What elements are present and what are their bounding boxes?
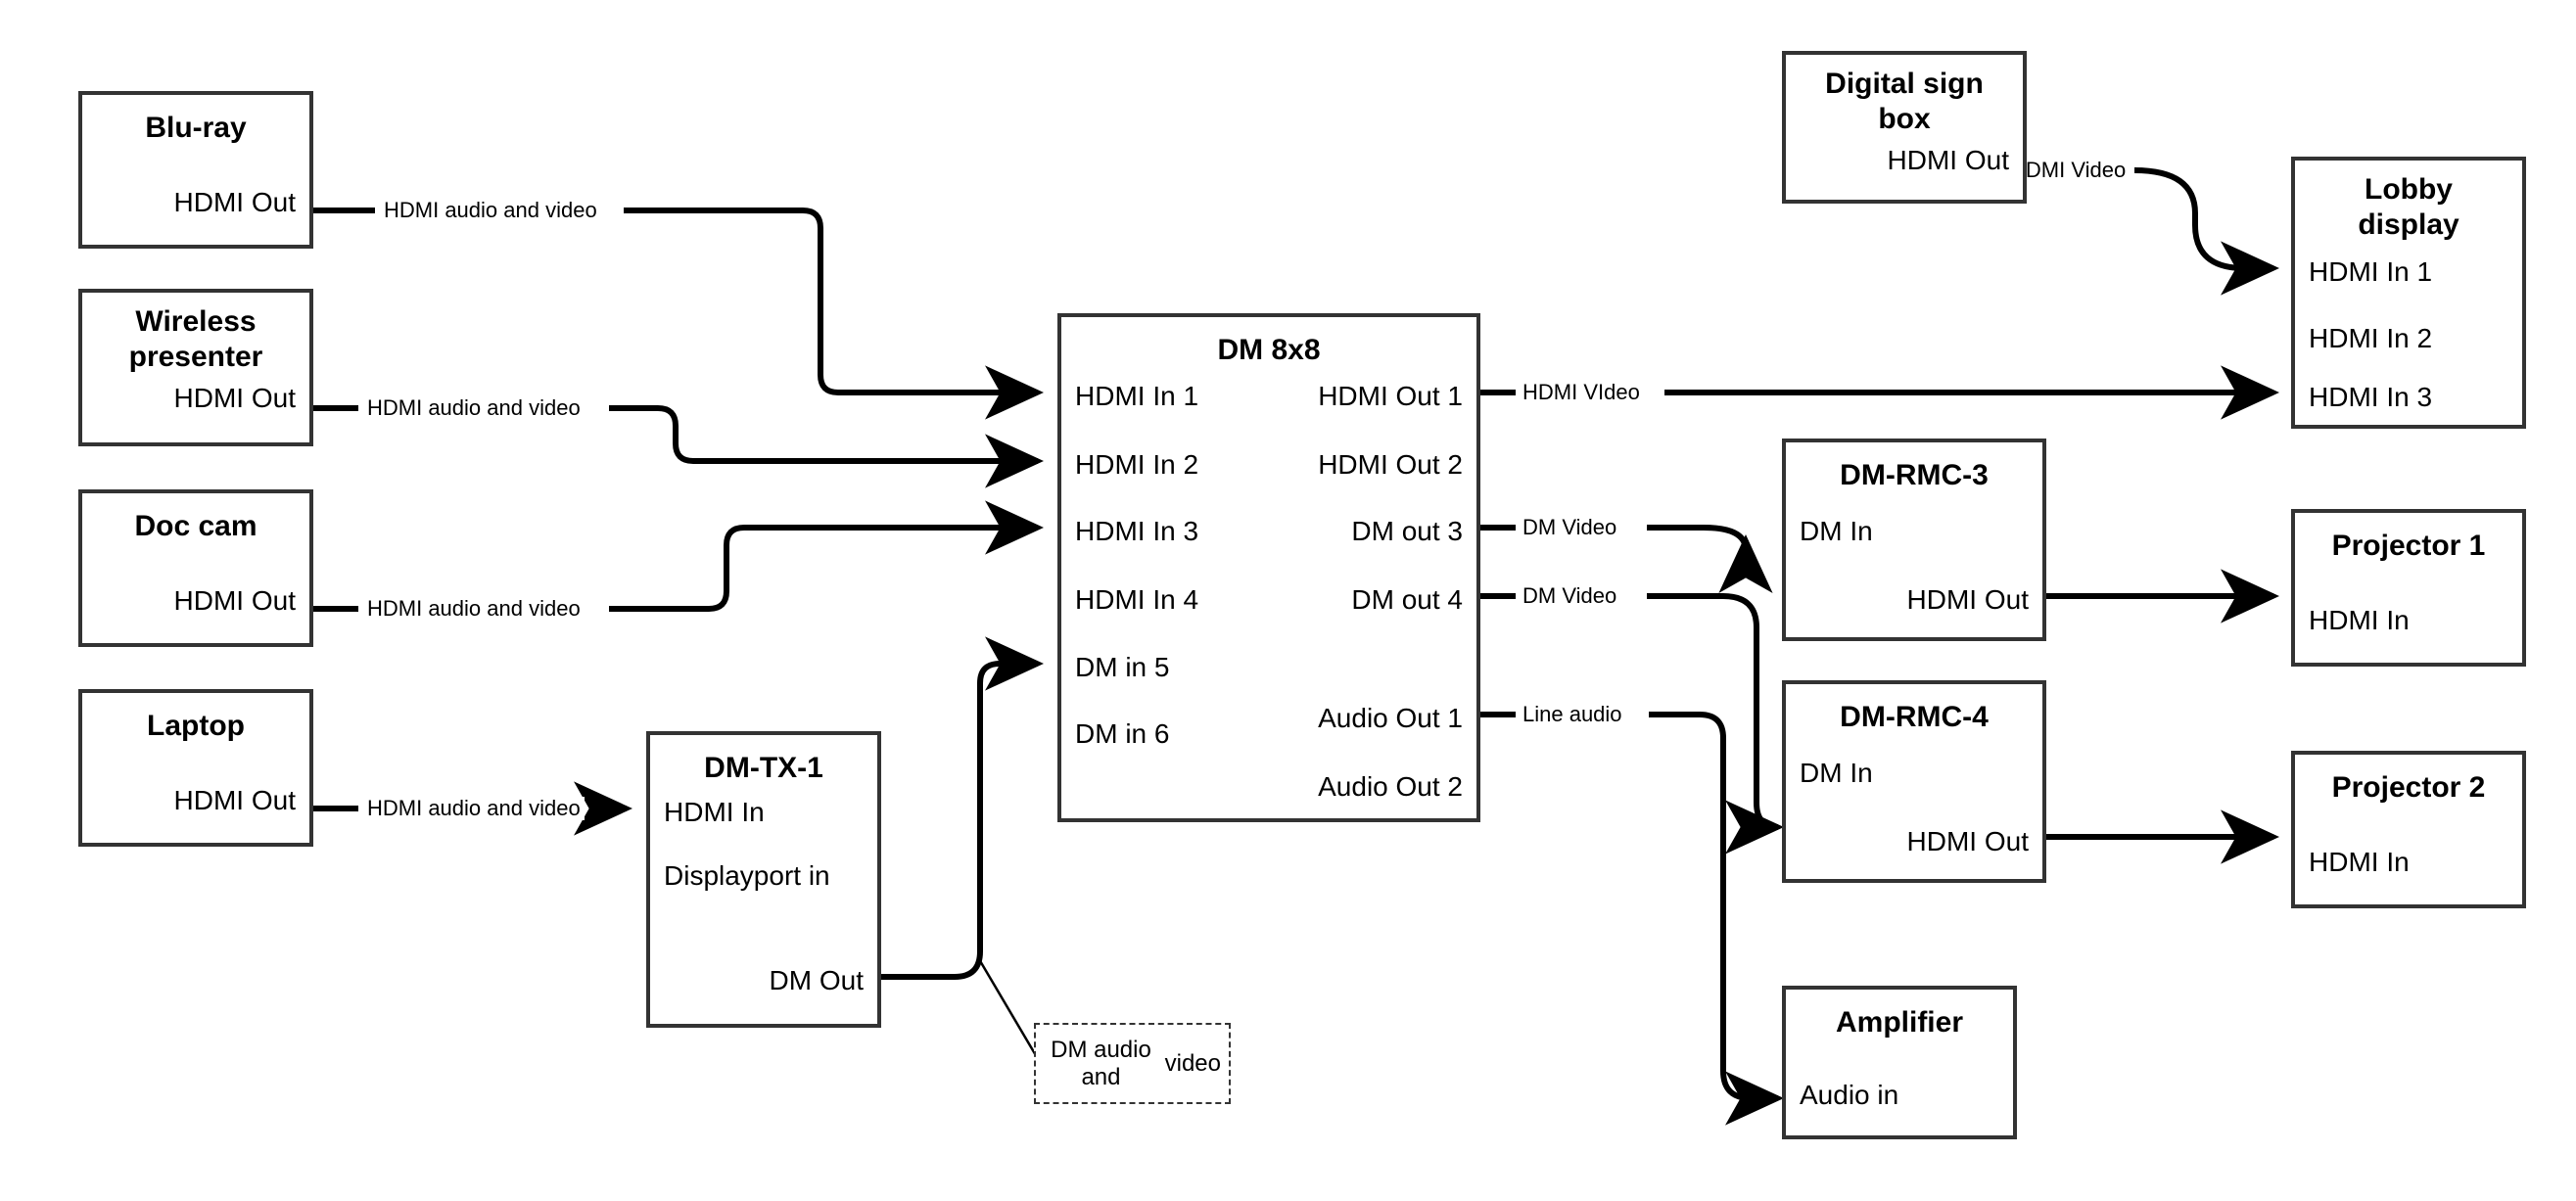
node-bluray[interactable]: Blu-ray HDMI Out: [78, 91, 313, 249]
node-dm-rmc-3-port-hdmi-out[interactable]: HDMI Out: [1906, 584, 2029, 615]
node-dm-rmc-3-title: DM-RMC-3: [1840, 459, 1989, 491]
node-amplifier-title: Amplifier: [1835, 1006, 1964, 1039]
node-projector-1[interactable]: Projector 1 HDMI In: [2291, 509, 2526, 667]
node-wireless-presenter-title-line2: presenter: [128, 341, 263, 373]
node-dm-8x8[interactable]: DM 8x8 HDMI In 1 HDMI In 2 HDMI In 3 HDM…: [1057, 313, 1480, 822]
node-dm-8x8-title: DM 8x8: [1217, 334, 1321, 366]
node-doc-cam-title: Doc cam: [134, 510, 258, 542]
node-lobby-display-title-line2: display: [2358, 208, 2459, 241]
node-dm-rmc-4-port-hdmi-out[interactable]: HDMI Out: [1906, 826, 2029, 856]
node-wireless-presenter-port-hdmi-out[interactable]: HDMI Out: [173, 383, 296, 413]
edge-label-dm-audio1-to-amp: Line audio: [1519, 703, 1626, 726]
node-bluray-port-hdmi-out[interactable]: HDMI Out: [173, 187, 296, 217]
node-dm-8x8-output-dm-out-4[interactable]: DM out 4: [1351, 584, 1463, 615]
leader-to-dm-note: [977, 958, 1039, 1058]
node-doc-cam-port-hdmi-out[interactable]: HDMI Out: [173, 585, 296, 616]
node-wireless-presenter-title-line1: Wireless: [135, 305, 257, 338]
node-dm-8x8-input-dm-in-6[interactable]: DM in 6: [1075, 718, 1170, 749]
edge-label-laptop-to-dmtx1: HDMI audio and video: [363, 797, 585, 820]
edge-label-doccam-to-dm: HDMI audio and video: [363, 597, 585, 621]
node-dm-tx-1-port-hdmi-in[interactable]: HDMI In: [664, 797, 765, 827]
node-lobby-display[interactable]: Lobby display HDMI In 1 HDMI In 2 HDMI I…: [2291, 157, 2526, 429]
node-dm-8x8-output-audio-out-2[interactable]: Audio Out 2: [1318, 771, 1463, 802]
edge-label-wireless-to-dm: HDMI audio and video: [363, 396, 585, 420]
wire-wireless-to-dm-in2: [313, 408, 1038, 461]
node-dm-8x8-output-hdmi-out-2[interactable]: HDMI Out 2: [1318, 449, 1463, 480]
node-projector-1-port-hdmi-in[interactable]: HDMI In: [2309, 605, 2410, 635]
node-dm-rmc-3-port-dm-in[interactable]: DM In: [1800, 516, 1873, 546]
node-dm-rmc-3[interactable]: DM-RMC-3 DM In HDMI Out: [1782, 439, 2046, 641]
node-dm-rmc-4-title: DM-RMC-4: [1840, 701, 1989, 733]
node-laptop[interactable]: Laptop HDMI Out: [78, 689, 313, 847]
node-lobby-display-port-hdmi-in-3[interactable]: HDMI In 3: [2309, 382, 2433, 412]
wire-dm-out4-to-rmc4: [1480, 593, 1778, 827]
node-lobby-display-title-line1: Lobby: [2365, 173, 2453, 206]
node-projector-1-title: Projector 1: [2331, 530, 2486, 562]
node-digital-sign-box-title-line1: Digital sign: [1825, 68, 1984, 100]
wire-dm-out3-to-rmc3: [1480, 528, 1746, 550]
wire-doccam-to-dm-in3: [313, 528, 1038, 612]
node-dm-8x8-output-hdmi-out-1[interactable]: HDMI Out 1: [1318, 381, 1463, 411]
annotation-dm-audio-and-video: DM audio and video: [1034, 1023, 1231, 1104]
node-dm-tx-1[interactable]: DM-TX-1 HDMI In Displayport in DM Out: [646, 731, 881, 1028]
node-dm-8x8-input-hdmi-in-1[interactable]: HDMI In 1: [1075, 381, 1199, 411]
node-amplifier-port-audio-in[interactable]: Audio in: [1800, 1080, 1899, 1110]
node-digital-sign-box-port-hdmi-out[interactable]: HDMI Out: [1887, 145, 2009, 175]
node-dm-tx-1-port-displayport-in[interactable]: Displayport in: [664, 860, 830, 891]
node-projector-2-port-hdmi-in[interactable]: HDMI In: [2309, 847, 2410, 877]
node-digital-sign-box-title-line2: box: [1878, 103, 1931, 135]
node-bluray-title: Blu-ray: [145, 112, 247, 144]
wire-bluray-to-dm-in1: [313, 208, 1038, 393]
edge-label-dm-out4-to-rmc4: DM Video: [1519, 584, 1621, 608]
node-lobby-display-port-hdmi-in-2[interactable]: HDMI In 2: [2309, 323, 2433, 353]
node-dm-8x8-input-hdmi-in-4[interactable]: HDMI In 4: [1075, 584, 1199, 615]
node-projector-2-title: Projector 2: [2331, 771, 2486, 804]
node-doc-cam[interactable]: Doc cam HDMI Out: [78, 489, 313, 647]
edge-label-bluray-to-dm: HDMI audio and video: [380, 199, 601, 222]
node-projector-2[interactable]: Projector 2 HDMI In: [2291, 751, 2526, 908]
edge-label-signbox-to-lobby: HDMI Video: [2006, 159, 2131, 182]
node-dm-8x8-output-dm-out-3[interactable]: DM out 3: [1351, 516, 1463, 546]
node-wireless-presenter[interactable]: Wireless presenter HDMI Out: [78, 289, 313, 446]
node-dm-8x8-input-hdmi-in-3[interactable]: HDMI In 3: [1075, 516, 1199, 546]
node-digital-sign-box[interactable]: Digital sign box HDMI Out: [1782, 51, 2027, 204]
edge-label-dm-out1-to-lobby: HDMI VIdeo: [1519, 381, 1644, 404]
wire-dmtx1-to-dm-in5: [881, 636, 1044, 980]
node-laptop-port-hdmi-out[interactable]: HDMI Out: [173, 785, 296, 815]
annotation-dm-audio-and-video-text: DM audio and video: [1036, 1025, 1229, 1102]
node-dm-8x8-input-dm-in-5[interactable]: DM in 5: [1075, 652, 1170, 682]
node-lobby-display-port-hdmi-in-1[interactable]: HDMI In 1: [2309, 256, 2433, 287]
annotation-line-1: DM audio and: [1051, 1036, 1151, 1090]
edge-label-dm-out3-to-rmc3: DM Video: [1519, 516, 1621, 539]
annotation-line-2: video: [1164, 1049, 1221, 1077]
node-dm-rmc-4[interactable]: DM-RMC-4 DM In HDMI Out: [1782, 680, 2046, 883]
node-laptop-title: Laptop: [147, 710, 245, 742]
node-dm-8x8-output-audio-out-1[interactable]: Audio Out 1: [1318, 703, 1463, 733]
node-dm-rmc-4-port-dm-in[interactable]: DM In: [1800, 758, 1873, 788]
node-dm-8x8-input-hdmi-in-2[interactable]: HDMI In 2: [1075, 449, 1199, 480]
wire-dm-audio1-to-amplifier: [1480, 712, 1778, 1098]
node-amplifier[interactable]: Amplifier Audio in: [1782, 986, 2017, 1139]
node-dm-tx-1-title: DM-TX-1: [704, 752, 823, 784]
node-dm-tx-1-port-dm-out[interactable]: DM Out: [769, 965, 864, 995]
